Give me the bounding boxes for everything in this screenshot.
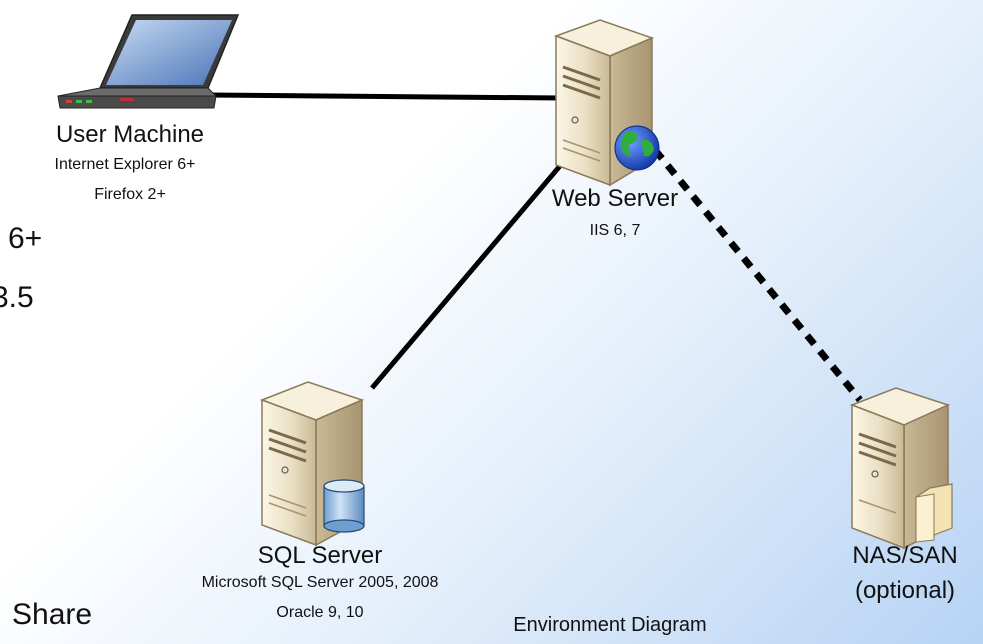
sql-server-detail-mssql: Microsoft SQL Server 2005, 2008 [201, 574, 439, 591]
laptop-icon [57, 14, 240, 109]
background-fragment-share: Share [12, 598, 93, 631]
sql-server-detail-oracle: Oracle 9, 10 [276, 604, 364, 621]
server-database-icon [259, 381, 365, 547]
user-machine-detail-ie: Internet Explorer 6+ [54, 156, 196, 173]
user-machine-title: User Machine [55, 121, 205, 148]
link-web-sql [370, 158, 567, 390]
background-fragment-dotnet: 3.5 [0, 281, 34, 314]
background-fragment-version: 6+ [8, 222, 43, 255]
user-machine-detail-firefox: Firefox 2+ [94, 186, 166, 203]
web-server-title: Web Server [551, 185, 679, 212]
link-web-nas [652, 147, 863, 403]
diagram-caption: Environment Diagram [513, 614, 707, 636]
server-globe-icon [553, 19, 660, 187]
sql-server-title: SQL Server [257, 542, 383, 569]
link-user-web [207, 92, 561, 101]
server-folder-icon [849, 387, 953, 550]
nas-san-title: NAS/SAN [852, 542, 958, 569]
nas-san-detail: (optional) [854, 577, 956, 604]
web-server-detail: IIS 6, 7 [589, 222, 641, 239]
